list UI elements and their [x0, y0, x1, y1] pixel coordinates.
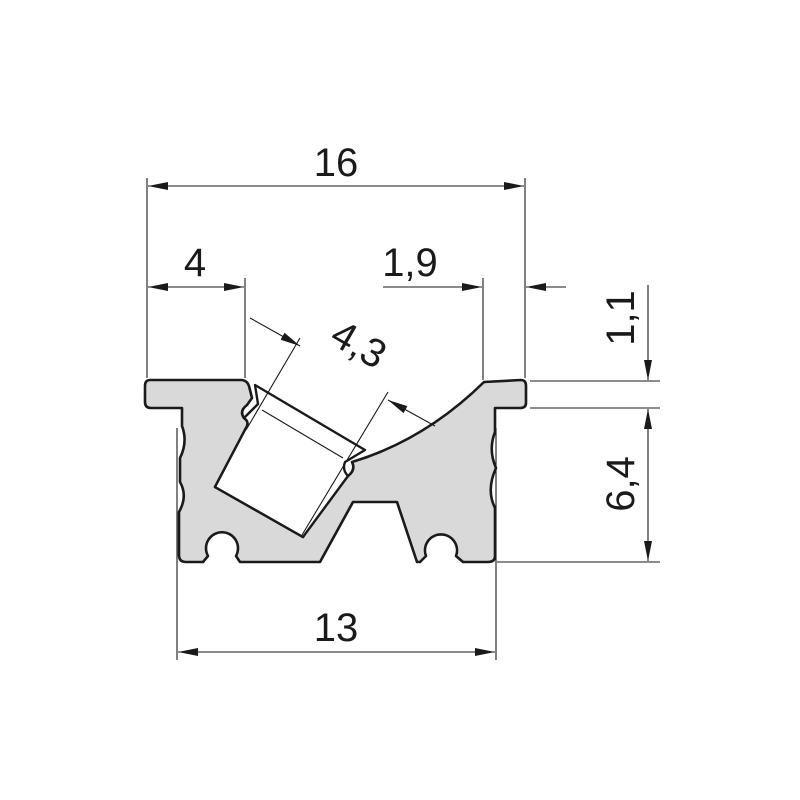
extension-lines [146, 178, 660, 660]
dim-label-16: 16 [314, 141, 359, 185]
dim-line-4-3-b [387, 399, 436, 427]
dim-label-1-9: 1,9 [382, 241, 438, 285]
dim-label-1-1: 1,1 [599, 290, 643, 346]
dim-label-4: 4 [184, 241, 206, 285]
dim-line-4-3-a [249, 317, 301, 347]
dim-label-13: 13 [314, 606, 359, 650]
diffuser-inner-line [261, 409, 344, 459]
dim-label-6-4: 6,4 [599, 456, 643, 512]
dim-label-4-3: 4,3 [323, 312, 393, 378]
